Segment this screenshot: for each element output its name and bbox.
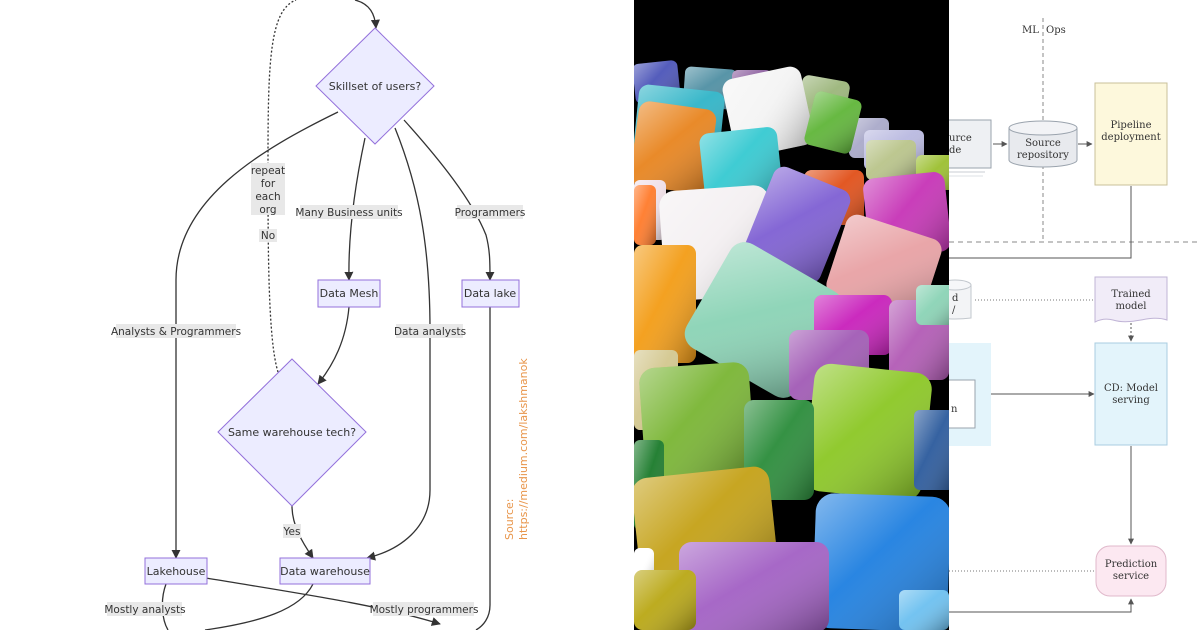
cube-16 [743, 166, 851, 284]
cube-20 [826, 214, 942, 321]
label-mostly-analysts: Mostly analysts [104, 602, 186, 616]
mlops-canvas: ML Ops urce de Source repository Pipelin… [949, 18, 1200, 613]
cube-24 [916, 285, 949, 325]
cube-18 [634, 185, 656, 245]
prediction-service-box: Prediction service [1095, 545, 1167, 597]
svg-text:Many Business units: Many Business units [295, 207, 402, 219]
svg-text:/: / [952, 305, 956, 316]
cube-34 [679, 542, 829, 630]
edge-skillset-to-datalake [403, 119, 495, 281]
node-data-warehouse: Data warehouse [279, 557, 371, 585]
source-attribution: Source: https://medium.com/lakshmanok [503, 358, 530, 540]
header-ops: Ops [1046, 25, 1066, 36]
cube-27 [639, 362, 755, 478]
svg-text:CD: Model: CD: Model [1104, 383, 1158, 394]
data-architecture-flowchart: Skillset of users? Data Mesh Data lake S… [104, 0, 530, 630]
label-mostly-programmers: Mostly programmers [370, 602, 479, 616]
svg-text:urce: urce [949, 133, 972, 144]
source-repository: Source repository [1008, 120, 1078, 168]
svg-text:for: for [261, 178, 276, 190]
svg-text:Data warehouse: Data warehouse [280, 565, 370, 578]
svg-text:Skillset of users?: Skillset of users? [329, 80, 422, 93]
cube-9 [634, 101, 717, 194]
svg-text:service: service [1113, 571, 1149, 582]
label-yes: Yes [283, 524, 301, 538]
svg-text:Prediction: Prediction [1105, 559, 1158, 570]
pipeline-deployment-box: Pipeline deployment [1094, 82, 1168, 186]
svg-text:Pipeline: Pipeline [1110, 120, 1151, 131]
edge-skillset-to-datawarehouse [366, 127, 431, 561]
header-ml: ML [1022, 25, 1039, 36]
svg-text:Data lake: Data lake [464, 287, 517, 300]
svg-text:model: model [1115, 301, 1146, 312]
svg-text:Lakehouse: Lakehouse [147, 565, 206, 578]
svg-text:org: org [259, 204, 276, 216]
svg-text:Source:: Source: [503, 499, 516, 541]
svg-text:each: each [255, 191, 280, 203]
edge-datalake-down [475, 307, 491, 630]
cube-12 [866, 140, 916, 180]
cube-36 [634, 570, 696, 630]
svg-text:Mostly programmers: Mostly programmers [370, 604, 479, 616]
node-lakehouse: Lakehouse [144, 557, 208, 585]
trained-model-doc: Trained model [1094, 276, 1168, 323]
cubes-canvas [634, 0, 949, 630]
svg-text:repeat: repeat [251, 165, 285, 177]
svg-text:https://medium.com/lakshmanok: https://medium.com/lakshmanok [517, 358, 530, 540]
colorful-cubes-image [634, 0, 949, 630]
cube-10 [699, 127, 783, 203]
edge-datawarehouse-down [204, 583, 314, 630]
svg-text:Trained: Trained [1111, 289, 1151, 300]
label-repeat-for-each-org: repeat for each org [251, 163, 285, 216]
cd-model-serving-box: CD: Model serving [1094, 342, 1168, 446]
cube-19 [634, 245, 696, 363]
node-data-lake: Data lake [461, 279, 520, 308]
arrow-pipeline-down [949, 186, 1132, 259]
label-many-business-units: Many Business units [295, 205, 403, 219]
partial-store-left: d / [949, 279, 972, 320]
label-no: No [259, 229, 277, 242]
svg-text:d: d [952, 293, 959, 304]
svg-text:serving: serving [1112, 395, 1150, 406]
flowchart-canvas: Skillset of users? Data Mesh Data lake S… [104, 0, 530, 630]
edge-datamesh-to-samewarehouse [317, 306, 350, 385]
edge-skillset-to-lakehouse [171, 111, 339, 559]
label-programmers: Programmers [455, 205, 526, 219]
svg-text:deployment: deployment [1101, 132, 1160, 143]
cube-28 [804, 363, 932, 501]
svg-text:de: de [949, 145, 961, 156]
cube-37 [899, 590, 949, 630]
cube-30 [914, 410, 949, 490]
label-data-analysts: Data analysts [394, 324, 466, 338]
node-same-warehouse: Same warehouse tech? [217, 358, 367, 507]
mlops-diagram: ML Ops urce de Source repository Pipelin… [949, 0, 1200, 630]
node-skillset: Skillset of users? [315, 27, 435, 145]
svg-text:Programmers: Programmers [455, 207, 526, 219]
arrow-bottom-to-prediction [949, 598, 1134, 613]
svg-text:Data analysts: Data analysts [394, 326, 466, 338]
edge-lakehouse-mostly-programmers [205, 577, 441, 626]
svg-text:Yes: Yes [283, 526, 301, 538]
svg-text:repository: repository [1017, 150, 1069, 161]
partial-step-box [949, 379, 976, 429]
label-analysts-programmers: Analysts & Programmers [111, 324, 241, 338]
edge-repeat-loop [267, 0, 297, 373]
svg-text:Mostly analysts: Mostly analysts [104, 604, 185, 616]
svg-text:No: No [261, 230, 275, 242]
svg-text:Same warehouse tech?: Same warehouse tech? [228, 426, 356, 439]
svg-text:Source: Source [1025, 138, 1061, 149]
source-code-box: urce de [949, 119, 992, 177]
node-data-mesh: Data Mesh [317, 279, 381, 308]
cube-8 [804, 91, 862, 154]
svg-text:Data Mesh: Data Mesh [320, 287, 379, 300]
partial-step-label: n [951, 404, 958, 415]
svg-text:Analysts & Programmers: Analysts & Programmers [111, 326, 241, 338]
edge-top-to-skillset [354, 0, 380, 29]
